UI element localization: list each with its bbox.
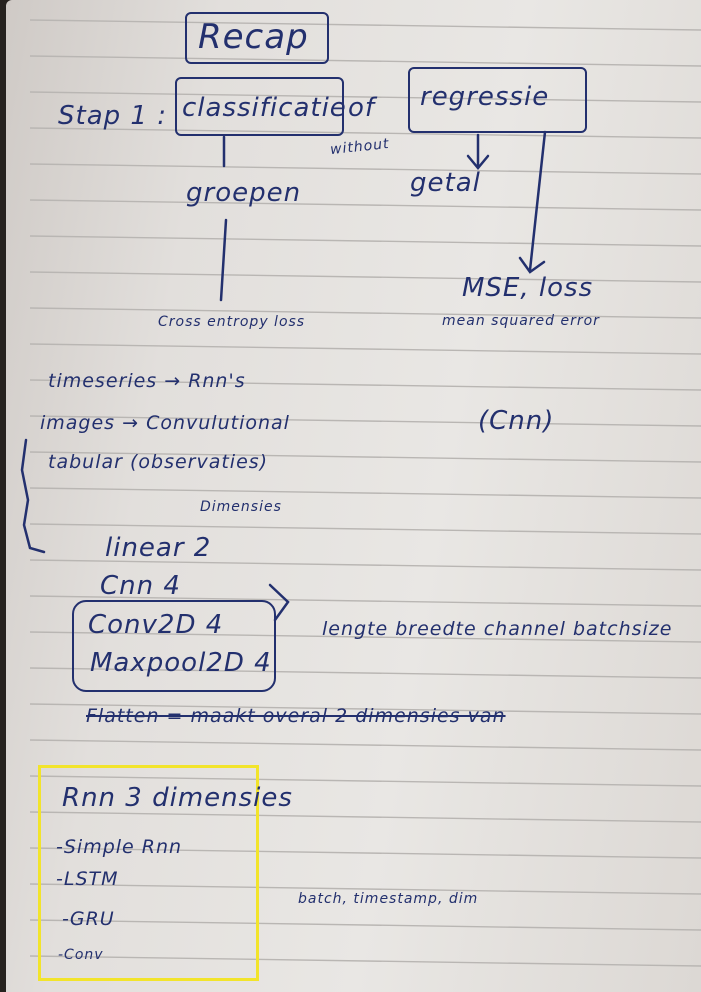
cnn-text: Cnn 4 <box>100 571 181 601</box>
timeseries-text: timeseries → Rnn's <box>48 370 246 392</box>
ruled-line <box>29 235 701 247</box>
cnn-dims-note: lengte breedte channel batchsize <box>322 618 673 640</box>
ruled-line <box>29 883 701 895</box>
ruled-line <box>29 127 701 139</box>
ruled-line <box>29 55 701 67</box>
flatten-text: Flatten = maakt overal 2 dimensies van <box>86 705 506 727</box>
groepen-text: groepen <box>186 178 302 208</box>
classificatie-box <box>175 77 344 136</box>
of-text: of <box>348 93 376 123</box>
conv-maxpool-box <box>72 600 276 692</box>
stap-label: Stap 1 : <box>58 101 167 131</box>
ruled-line <box>29 667 701 679</box>
mse-full-text: mean squared error <box>442 313 600 329</box>
ruled-line <box>29 487 701 499</box>
ruled-line <box>29 307 701 319</box>
ruled-line <box>29 343 701 355</box>
line-groepen-down <box>219 218 228 302</box>
cnn-paren-text: (Cnn) <box>478 406 555 436</box>
arrow-head-getal <box>466 154 490 170</box>
recap-box <box>185 12 329 64</box>
ruled-line <box>29 451 701 463</box>
regressie-text: regressie <box>420 82 550 112</box>
ruled-line <box>29 811 701 823</box>
bracket-left <box>20 438 46 554</box>
regressie-box <box>408 67 587 133</box>
getal-text: getal <box>410 168 481 198</box>
ruled-line <box>29 91 701 103</box>
rnn-simple: -Simple Rnn <box>56 836 183 858</box>
rnn-dims-note: batch, timestamp, dim <box>298 891 479 907</box>
ruled-line <box>29 631 701 643</box>
ruled-line <box>29 379 701 391</box>
ruled-line <box>29 19 701 31</box>
tabular-text: tabular (observaties) <box>48 451 269 473</box>
ruled-line <box>29 739 701 751</box>
mse-text: MSE, loss <box>462 273 594 303</box>
rnn-lstm: -LSTM <box>56 868 119 890</box>
maxpool-text: Maxpool2D 4 <box>90 648 272 678</box>
rnn-gru: -GRU <box>62 908 115 930</box>
cross-entropy-text: Cross entropy loss <box>158 314 306 330</box>
ruled-line <box>29 775 701 787</box>
recap-title: Recap <box>198 17 309 57</box>
dimensies-text: Dimensies <box>200 499 282 515</box>
rnn-conv: -Conv <box>58 947 104 963</box>
ruled-line <box>29 559 701 571</box>
ruled-line <box>29 199 701 211</box>
rnn-highlight-box <box>38 765 259 981</box>
images-text: images → Convulutional <box>40 412 290 434</box>
ruled-line <box>29 847 701 859</box>
brace-cnn <box>268 583 290 622</box>
ruled-line <box>29 271 701 283</box>
ruled-line <box>29 703 701 715</box>
ruled-line <box>29 919 701 931</box>
ruled-line <box>29 955 701 967</box>
ruled-line <box>29 163 701 175</box>
arrow-regressie-mse <box>528 130 547 272</box>
arrow-head-mse <box>518 256 546 274</box>
ruled-line <box>29 415 701 427</box>
ruled-line <box>29 523 701 535</box>
classificatie-text: classificatie <box>182 93 347 123</box>
ruled-line <box>29 595 701 607</box>
linear-text: linear 2 <box>105 533 212 563</box>
rnn-heading: Rnn 3 dimensies <box>62 783 293 813</box>
conv2d-text: Conv2D 4 <box>88 610 224 640</box>
